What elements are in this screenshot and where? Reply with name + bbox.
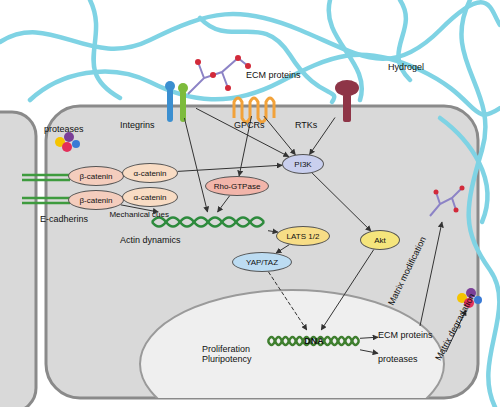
edge-label: Mechanical cues [109, 210, 169, 220]
signal-arrow [264, 116, 296, 155]
node-label: Actin dynamics [120, 235, 200, 245]
annotation-label: ECM proteins [246, 70, 316, 80]
signal-arrow [321, 250, 374, 331]
dna-helix [268, 337, 359, 345]
node-label: Rho-GTPase [214, 182, 261, 191]
node-label: Akt [374, 236, 386, 245]
signal-arrow [196, 108, 289, 156]
node-label: proteases [378, 354, 438, 364]
node-label: α-catenin [133, 169, 166, 178]
protein-oval: Rho-GTPase [205, 176, 269, 196]
receptor-node: RTKs [335, 80, 359, 120]
protein-oval: YAP/TAZ [232, 252, 292, 272]
receptor-node: Integrins [164, 82, 196, 118]
annotation-label: proteases [44, 124, 104, 134]
actin-node: Actin dynamics [152, 212, 268, 232]
node-label: GPCRs [234, 120, 284, 130]
signal-arrow [360, 350, 378, 354]
signal-arrow [312, 173, 371, 231]
protein-oval: Akt [360, 230, 400, 250]
product-node: proteases [378, 352, 438, 366]
ecm-protein-symbol [430, 186, 465, 217]
node-label: LATS 1/2 [287, 232, 320, 241]
node-label: ECM proteins [378, 330, 452, 340]
dna-node: DNA [268, 330, 360, 352]
protein-oval: PI3K [282, 154, 324, 174]
signal-arrow [268, 272, 306, 330]
e-cadherin-symbol [22, 175, 70, 203]
annotation-label: Matrix modification [383, 228, 431, 313]
protein-oval: LATS 1/2 [276, 226, 330, 246]
annotation-label: E-cadherins [40, 214, 100, 224]
rtk-symbol [335, 80, 359, 122]
node-label: YAP/TAZ [246, 258, 278, 267]
integrin-symbol [165, 81, 188, 122]
node-label: β-catenin [79, 172, 112, 181]
annotation-label: Matrix degradation [429, 285, 480, 369]
node-label: RTKs [295, 120, 335, 130]
protein-oval: β-catenin [68, 190, 124, 210]
annotation-label: Hydrogel [388, 62, 448, 72]
protein-oval: β-catenin [68, 166, 124, 186]
signal-arrow [276, 245, 289, 254]
ecm-protein-symbol [188, 55, 251, 94]
annotation-label: Proliferation Pluripotency [202, 344, 260, 364]
gpcr-symbol [234, 98, 274, 122]
nucleus [140, 290, 444, 398]
signal-arrow [218, 196, 230, 212]
node-label: α-catenin [133, 193, 166, 202]
protein-oval: α-catenin [122, 187, 178, 207]
protease-symbol [55, 132, 80, 152]
node-label: Integrins [120, 120, 190, 130]
neighbour-cell [0, 112, 36, 407]
product-node: ECM proteins [378, 328, 452, 342]
signal-arrow [178, 165, 283, 171]
protein-oval: α-catenin [122, 163, 178, 183]
node-label: DNA [296, 336, 332, 346]
signal-arrow [184, 118, 207, 212]
receptor-node: GPCRs [232, 92, 276, 116]
signal-arrow [360, 337, 378, 338]
node-label: PI3K [294, 160, 311, 169]
node-label: β-catenin [79, 196, 112, 205]
